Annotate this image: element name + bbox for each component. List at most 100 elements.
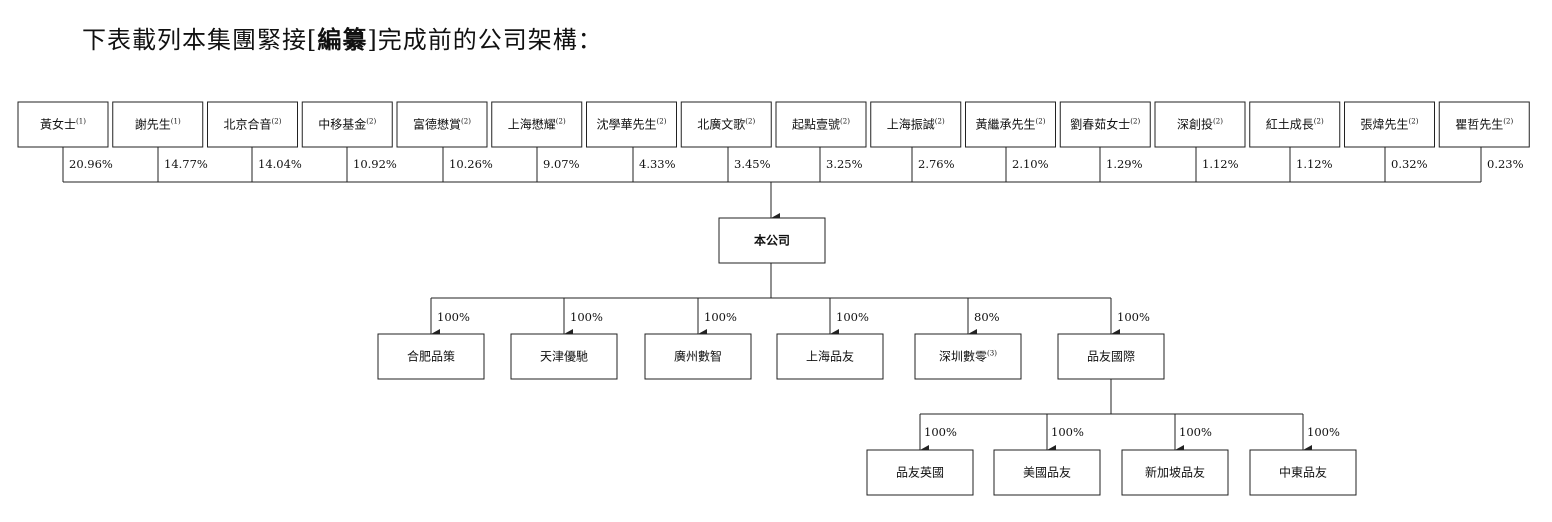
shareholder-5: 上海懋耀(2) xyxy=(491,101,583,148)
intl-pct-1: 100% xyxy=(1051,425,1084,439)
shareholder-9-box xyxy=(870,101,962,148)
intl-subsidiary-3-box xyxy=(1249,449,1357,496)
subsidiary-4-label: 深圳數零(3) xyxy=(939,350,997,364)
shareholder-pct-12: 1.12% xyxy=(1202,157,1239,171)
subsidiary-pct-3: 100% xyxy=(836,310,869,324)
shareholder-pct-3: 10.92% xyxy=(353,157,397,171)
shareholder-15-name: 瞿哲先生 xyxy=(1455,118,1503,132)
shareholder-3-name: 中移基金 xyxy=(318,117,366,132)
subsidiary-0: 合肥品策 xyxy=(377,333,485,380)
subsidiary-4-name: 深圳數零 xyxy=(939,350,987,364)
shareholder-14: 張煒先生(2) xyxy=(1344,101,1435,148)
shareholder-5-name: 上海懋耀 xyxy=(508,117,556,132)
heading-prefix: 下表載列本集團緊接[ xyxy=(82,26,318,54)
company-node-box xyxy=(718,217,826,264)
subsidiary-5-box xyxy=(1057,333,1165,380)
shareholder-12-name: 深創投 xyxy=(1177,117,1213,132)
shareholder-2-note: (2) xyxy=(272,118,282,126)
intl-pct-2: 100% xyxy=(1179,425,1212,439)
shareholder-14-box xyxy=(1344,101,1435,148)
subsidiary-1-name: 天津優馳 xyxy=(540,349,588,364)
shareholder-6-name: 沈學華先生 xyxy=(597,117,657,132)
shareholder-4-label: 富德懋賞(2) xyxy=(413,117,471,132)
subsidiary-3-label: 上海品友 xyxy=(806,349,854,364)
subsidiary-2-box xyxy=(644,333,752,380)
shareholder-11: 劉春茹女士(2) xyxy=(1059,101,1151,148)
shareholder-7-label: 北廣文歌(2) xyxy=(697,117,755,132)
subsidiary-2-label: 廣州數智 xyxy=(674,349,722,364)
subsidiary-5-name: 品友國際 xyxy=(1087,350,1135,364)
shareholder-8-note: (2) xyxy=(840,118,850,126)
shareholder-4: 富德懋賞(2) xyxy=(396,101,488,148)
shareholder-5-label: 上海懋耀(2) xyxy=(508,117,566,132)
intl-subsidiary-3: 中東品友 xyxy=(1249,449,1357,496)
shareholder-4-note: (2) xyxy=(461,118,471,126)
shareholder-1-box xyxy=(112,101,204,148)
connector-lines xyxy=(62,147,1482,455)
shareholder-1-name: 謝先生 xyxy=(135,117,171,132)
shareholder-3-note: (2) xyxy=(366,118,376,126)
shareholder-13-label: 紅土成長(2) xyxy=(1266,118,1324,132)
subsidiary-0-label: 合肥品策 xyxy=(407,349,455,364)
shareholder-7-box xyxy=(680,101,772,148)
shareholder-3-label: 中移基金(2) xyxy=(318,117,376,132)
shareholder-7-note: (2) xyxy=(745,118,755,126)
shareholder-15-box xyxy=(1438,101,1530,148)
shareholder-14-name: 張煒先生 xyxy=(1361,117,1409,132)
shareholder-pct-15: 0.23% xyxy=(1487,157,1524,171)
shareholder-10-name: 黃繼承先生 xyxy=(976,118,1036,132)
intl-subsidiary-0-label: 品友英國 xyxy=(896,466,944,480)
shareholder-6-label: 沈學華先生(2) xyxy=(597,117,667,132)
shareholder-11-name: 劉春茹女士 xyxy=(1070,117,1130,132)
subsidiary-4-note: (3) xyxy=(987,350,997,358)
subsidiary-3-box xyxy=(776,333,884,380)
subsidiary-pct-4: 80% xyxy=(974,310,1000,324)
shareholder-4-name: 富德懋賞 xyxy=(413,117,461,132)
shareholder-9-label: 上海振誠(2) xyxy=(887,117,945,132)
intl-pct-3: 100% xyxy=(1307,425,1340,439)
subsidiary-0-box xyxy=(377,333,485,380)
intl-subsidiary-0: 品友英國 xyxy=(866,449,974,496)
subsidiary-pct-5: 100% xyxy=(1117,310,1150,324)
shareholder-pct-9: 2.76% xyxy=(918,157,955,171)
subsidiary-2: 廣州數智 xyxy=(644,333,752,380)
intl-subsidiary-1-name: 美國品友 xyxy=(1023,466,1071,480)
shareholder-9: 上海振誠(2) xyxy=(870,101,962,148)
intl-subsidiary-1-label: 美國品友 xyxy=(1023,466,1071,480)
shareholder-1: 謝先生(1) xyxy=(112,101,204,148)
shareholder-7: 北廣文歌(2) xyxy=(680,101,772,148)
shareholder-9-note: (2) xyxy=(935,118,945,126)
shareholder-pct-8: 3.25% xyxy=(826,157,863,171)
shareholder-3-box xyxy=(301,101,393,148)
subsidiary-2-name: 廣州數智 xyxy=(674,349,722,364)
shareholder-12: 深創投(2) xyxy=(1154,101,1246,148)
intl-pct-0: 100% xyxy=(924,425,957,439)
subsidiary-5-label: 品友國際 xyxy=(1087,350,1135,364)
shareholder-15: 瞿哲先生(2) xyxy=(1438,101,1530,148)
shareholder-11-box xyxy=(1059,101,1151,148)
intl-subsidiary-0-box xyxy=(866,449,974,496)
subsidiary-pct-2: 100% xyxy=(704,310,737,324)
intl-subsidiary-2-name: 新加坡品友 xyxy=(1145,465,1205,480)
shareholder-12-note: (2) xyxy=(1213,118,1223,126)
shareholder-pct-6: 4.33% xyxy=(639,157,676,171)
intl-subsidiary-2: 新加坡品友 xyxy=(1121,449,1229,496)
shareholder-pct-7: 3.45% xyxy=(734,157,771,171)
company-node-name: 本公司 xyxy=(754,233,790,248)
shareholder-10-label: 黃繼承先生(2) xyxy=(976,118,1046,132)
shareholder-pct-2: 14.04% xyxy=(258,157,302,171)
shareholder-pct-0: 20.96% xyxy=(69,157,113,171)
shareholder-4-box xyxy=(396,101,488,148)
subsidiary-pct-0: 100% xyxy=(437,310,470,324)
shareholder-13-name: 紅土成長 xyxy=(1266,118,1314,132)
shareholder-9-name: 上海振誠 xyxy=(887,117,935,132)
shareholder-13-note: (2) xyxy=(1314,118,1324,126)
shareholder-1-note: (1) xyxy=(171,118,181,126)
shareholder-12-label: 深創投(2) xyxy=(1177,117,1223,132)
subsidiary-3-name: 上海品友 xyxy=(806,349,854,364)
intl-subsidiary-2-box xyxy=(1121,449,1229,496)
shareholder-0-note: (1) xyxy=(76,118,86,126)
subsidiary-1-box xyxy=(510,333,618,380)
shareholder-11-label: 劉春茹女士(2) xyxy=(1070,117,1140,132)
